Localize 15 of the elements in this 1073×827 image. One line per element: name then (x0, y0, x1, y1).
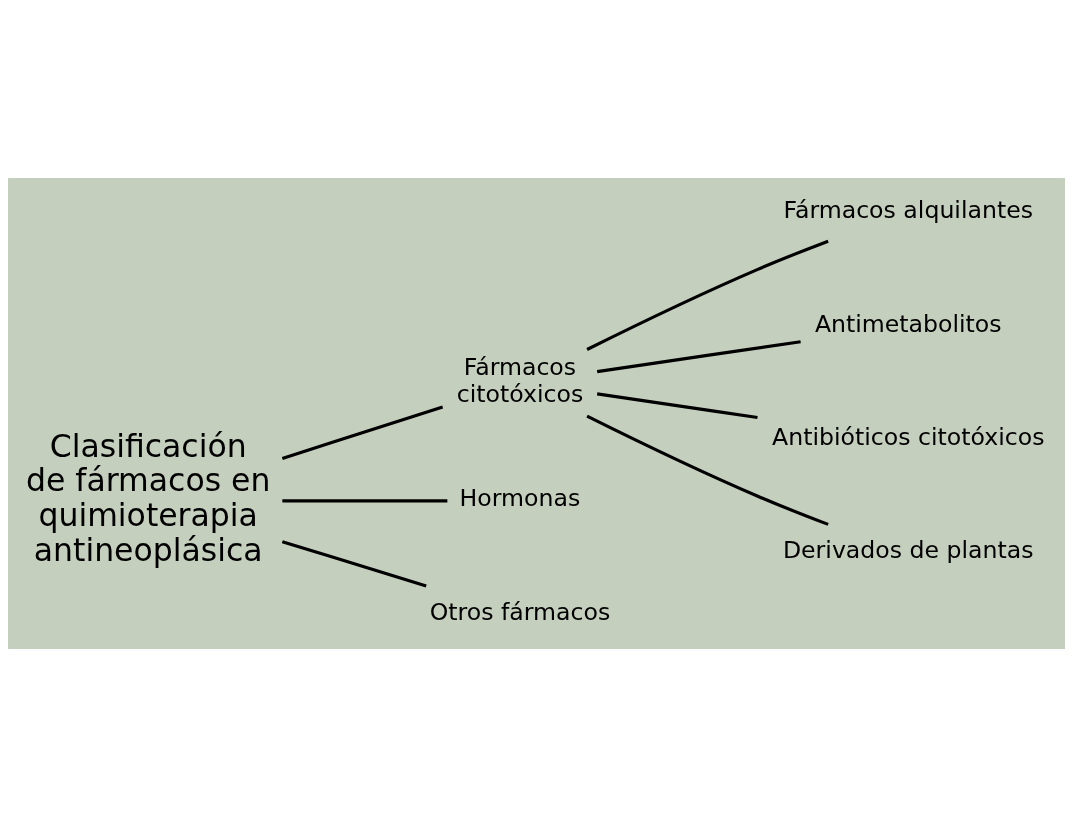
node-text: Antimetabolitos (814, 309, 1002, 338)
connector (586, 239, 829, 351)
connector (586, 414, 829, 526)
node-text: Antibióticos citotóxicos (772, 423, 1045, 452)
connector (596, 392, 758, 420)
node-text: Derivados de plantas (782, 536, 1034, 565)
node-text: Otros fármacos (429, 597, 611, 626)
connector (281, 540, 427, 588)
connector (281, 405, 444, 460)
node-text: Clasificación de fármacos en quimioterapia antineoplásica (25, 427, 271, 568)
node-text: Hormonas (459, 484, 581, 513)
node-text: Fármacos alquilantes (783, 196, 1033, 225)
connector (282, 499, 448, 503)
node-text: Fármacos citotóxicos (456, 352, 584, 408)
connector (596, 340, 801, 374)
